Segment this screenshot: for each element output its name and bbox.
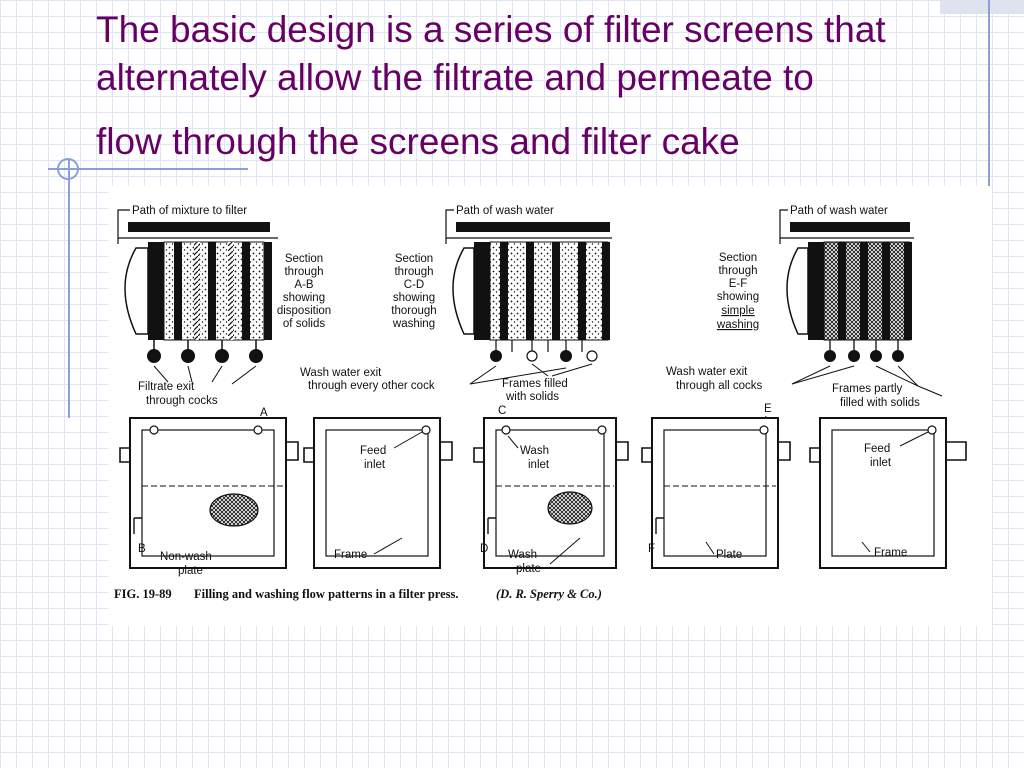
section-ab: Path of mixture to filter Section throug…	[117, 205, 331, 407]
section-cd-line-4: showing	[393, 292, 435, 304]
section-cd-line-3: C-D	[404, 279, 424, 291]
note-wash-exit-ef: Wash water exit	[666, 366, 748, 378]
letter-f: F	[648, 543, 655, 555]
label-wash-inlet-2: inlet	[528, 459, 550, 471]
note-filtrate-exit: Filtrate exit	[138, 381, 195, 393]
section-cd-line-1: Section	[395, 253, 433, 265]
title-line-1: The basic design is a series of filter s…	[96, 9, 886, 50]
section-ef-line-6: washing	[716, 319, 759, 331]
section-ef-line-1: Section	[719, 252, 757, 264]
note-frames-partly: Frames partly	[832, 383, 903, 395]
section-ef-line-3: E-F	[729, 278, 748, 290]
corner-decoration	[940, 0, 1024, 14]
letter-e: E	[764, 403, 772, 415]
label-inlet-2: inlet	[870, 457, 892, 469]
section-ab-line-5: disposition	[277, 305, 331, 317]
section-ef-line-2: through	[718, 265, 757, 277]
section-ab-line-6: of solids	[283, 318, 325, 330]
note-through-all-cocks: through all cocks	[676, 380, 763, 392]
title-line-3: flow through the screens and filter cake	[96, 121, 740, 163]
letter-a: A	[260, 407, 268, 419]
note-partly-filled: filled with solids	[840, 397, 920, 409]
note-with-solids: with solids	[505, 391, 559, 403]
note-wash-exit-cd: Wash water exit	[300, 367, 382, 379]
section-ab-line-1: Section	[285, 253, 323, 265]
caption-source: (D. R. Sperry & Co.)	[496, 587, 602, 601]
caption-fig-number: FIG. 19-89	[114, 587, 172, 601]
section-cd-line-5: thorough	[391, 305, 436, 317]
section-ab-line-2: through	[284, 266, 323, 278]
caption-text: Filling and washing flow patterns in a f…	[194, 587, 459, 601]
decorative-rule-right	[988, 0, 990, 186]
decorative-ring	[57, 158, 79, 180]
note-every-other-cock: through every other cock	[308, 380, 435, 392]
letter-b: B	[138, 543, 146, 555]
section-ef-line-5: simple	[721, 305, 754, 317]
slide-title: The basic design is a series of filter s…	[96, 6, 996, 166]
label-non-wash-plate: plate	[178, 565, 203, 577]
path-label-cd: Path of wash water	[456, 205, 554, 217]
label-frame-2: Frame	[874, 547, 907, 559]
label-inlet-1: inlet	[364, 459, 386, 471]
section-cd: Path of wash water Section through C-D s…	[300, 205, 612, 403]
section-ab-line-3: A-B	[294, 279, 314, 291]
label-plate: Plate	[716, 549, 742, 561]
label-frame-1: Frame	[334, 549, 367, 561]
section-cd-line-6: washing	[392, 318, 435, 330]
filter-press-figure: Path of mixture to filter Section throug…	[108, 186, 992, 626]
label-non-wash: Non-wash	[160, 551, 212, 563]
letter-c: C	[498, 405, 506, 417]
section-ef: Path of wash water Section through E-F s…	[666, 205, 943, 409]
figure-caption: FIG. 19-89 Filling and washing flow patt…	[114, 587, 602, 601]
plates-row: A B Non-wash plate Feed inlet Frame C Wa…	[119, 403, 967, 577]
filter-press-diagram: Path of mixture to filter Section throug…	[114, 205, 967, 601]
decorative-rule-vertical	[68, 160, 70, 418]
label-feed-2: Feed	[864, 443, 890, 455]
note-frames-filled: Frames filled	[502, 378, 568, 390]
decorative-rule-horizontal	[48, 168, 248, 170]
section-ef-line-4: showing	[717, 291, 759, 303]
label-wash: Wash	[508, 549, 537, 561]
path-label-ab: Path of mixture to filter	[132, 205, 247, 217]
path-label-ef: Path of wash water	[790, 205, 888, 217]
title-line-2: alternately allow the filtrate and perme…	[96, 57, 814, 99]
label-feed-1: Feed	[360, 445, 386, 457]
label-wash-plate: plate	[516, 563, 541, 575]
section-cd-line-2: through	[394, 266, 433, 278]
letter-d: D	[480, 543, 488, 555]
label-wash-inlet: Wash	[520, 445, 549, 457]
note-through-cocks: through cocks	[146, 395, 218, 407]
section-ab-line-4: showing	[283, 292, 325, 304]
